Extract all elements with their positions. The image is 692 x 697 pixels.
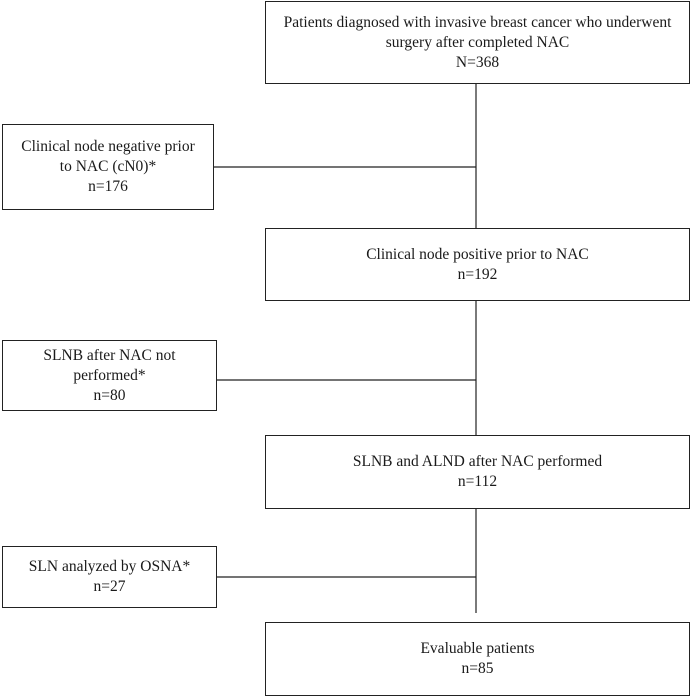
box-all-patients-line1: Patients diagnosed with invasive breast … — [283, 13, 672, 31]
box-node-positive: Clinical node positive prior to NAC n=19… — [265, 228, 690, 301]
box-excluded-osna-line1: SLN analyzed by OSNA* — [28, 558, 191, 575]
box-excluded-cn0-line1: Clinical node negative prior — [21, 138, 195, 155]
box-excluded-osna: SLN analyzed by OSNA* n=27 — [2, 546, 217, 608]
box-slnb-alnd: SLNB and ALND after NAC performed n=112 — [265, 435, 690, 509]
box-node-positive-count: n=192 — [457, 265, 498, 283]
box-evaluable: Evaluable patients n=85 — [265, 622, 690, 696]
box-excluded-not-performed-count: n=80 — [93, 386, 126, 404]
box-excluded-not-performed-line2: performed* — [73, 366, 146, 384]
box-excluded-not-performed-line1: SLNB after NAC not — [43, 346, 176, 364]
box-excluded-osna-count: n=27 — [93, 578, 126, 595]
box-all-patients: Patients diagnosed with invasive breast … — [265, 1, 690, 84]
box-all-patients-count: N=368 — [455, 53, 500, 71]
box-excluded-cn0: Clinical node negative prior to NAC (cN0… — [2, 124, 214, 210]
box-evaluable-line1: Evaluable patients — [420, 640, 535, 657]
box-slnb-alnd-line1: SLNB and ALND after NAC performed — [352, 453, 603, 470]
box-excluded-not-performed: SLNB after NAC not performed* n=80 — [2, 340, 217, 411]
box-excluded-cn0-line2: to NAC (cN0)* — [59, 158, 157, 175]
box-excluded-cn0-count: n=176 — [88, 178, 128, 195]
box-all-patients-line2: surgery after completed NAC — [385, 33, 570, 51]
box-slnb-alnd-count: n=112 — [457, 473, 498, 490]
box-node-positive-line1: Clinical node positive prior to NAC — [366, 245, 589, 263]
box-evaluable-count: n=85 — [461, 660, 494, 677]
